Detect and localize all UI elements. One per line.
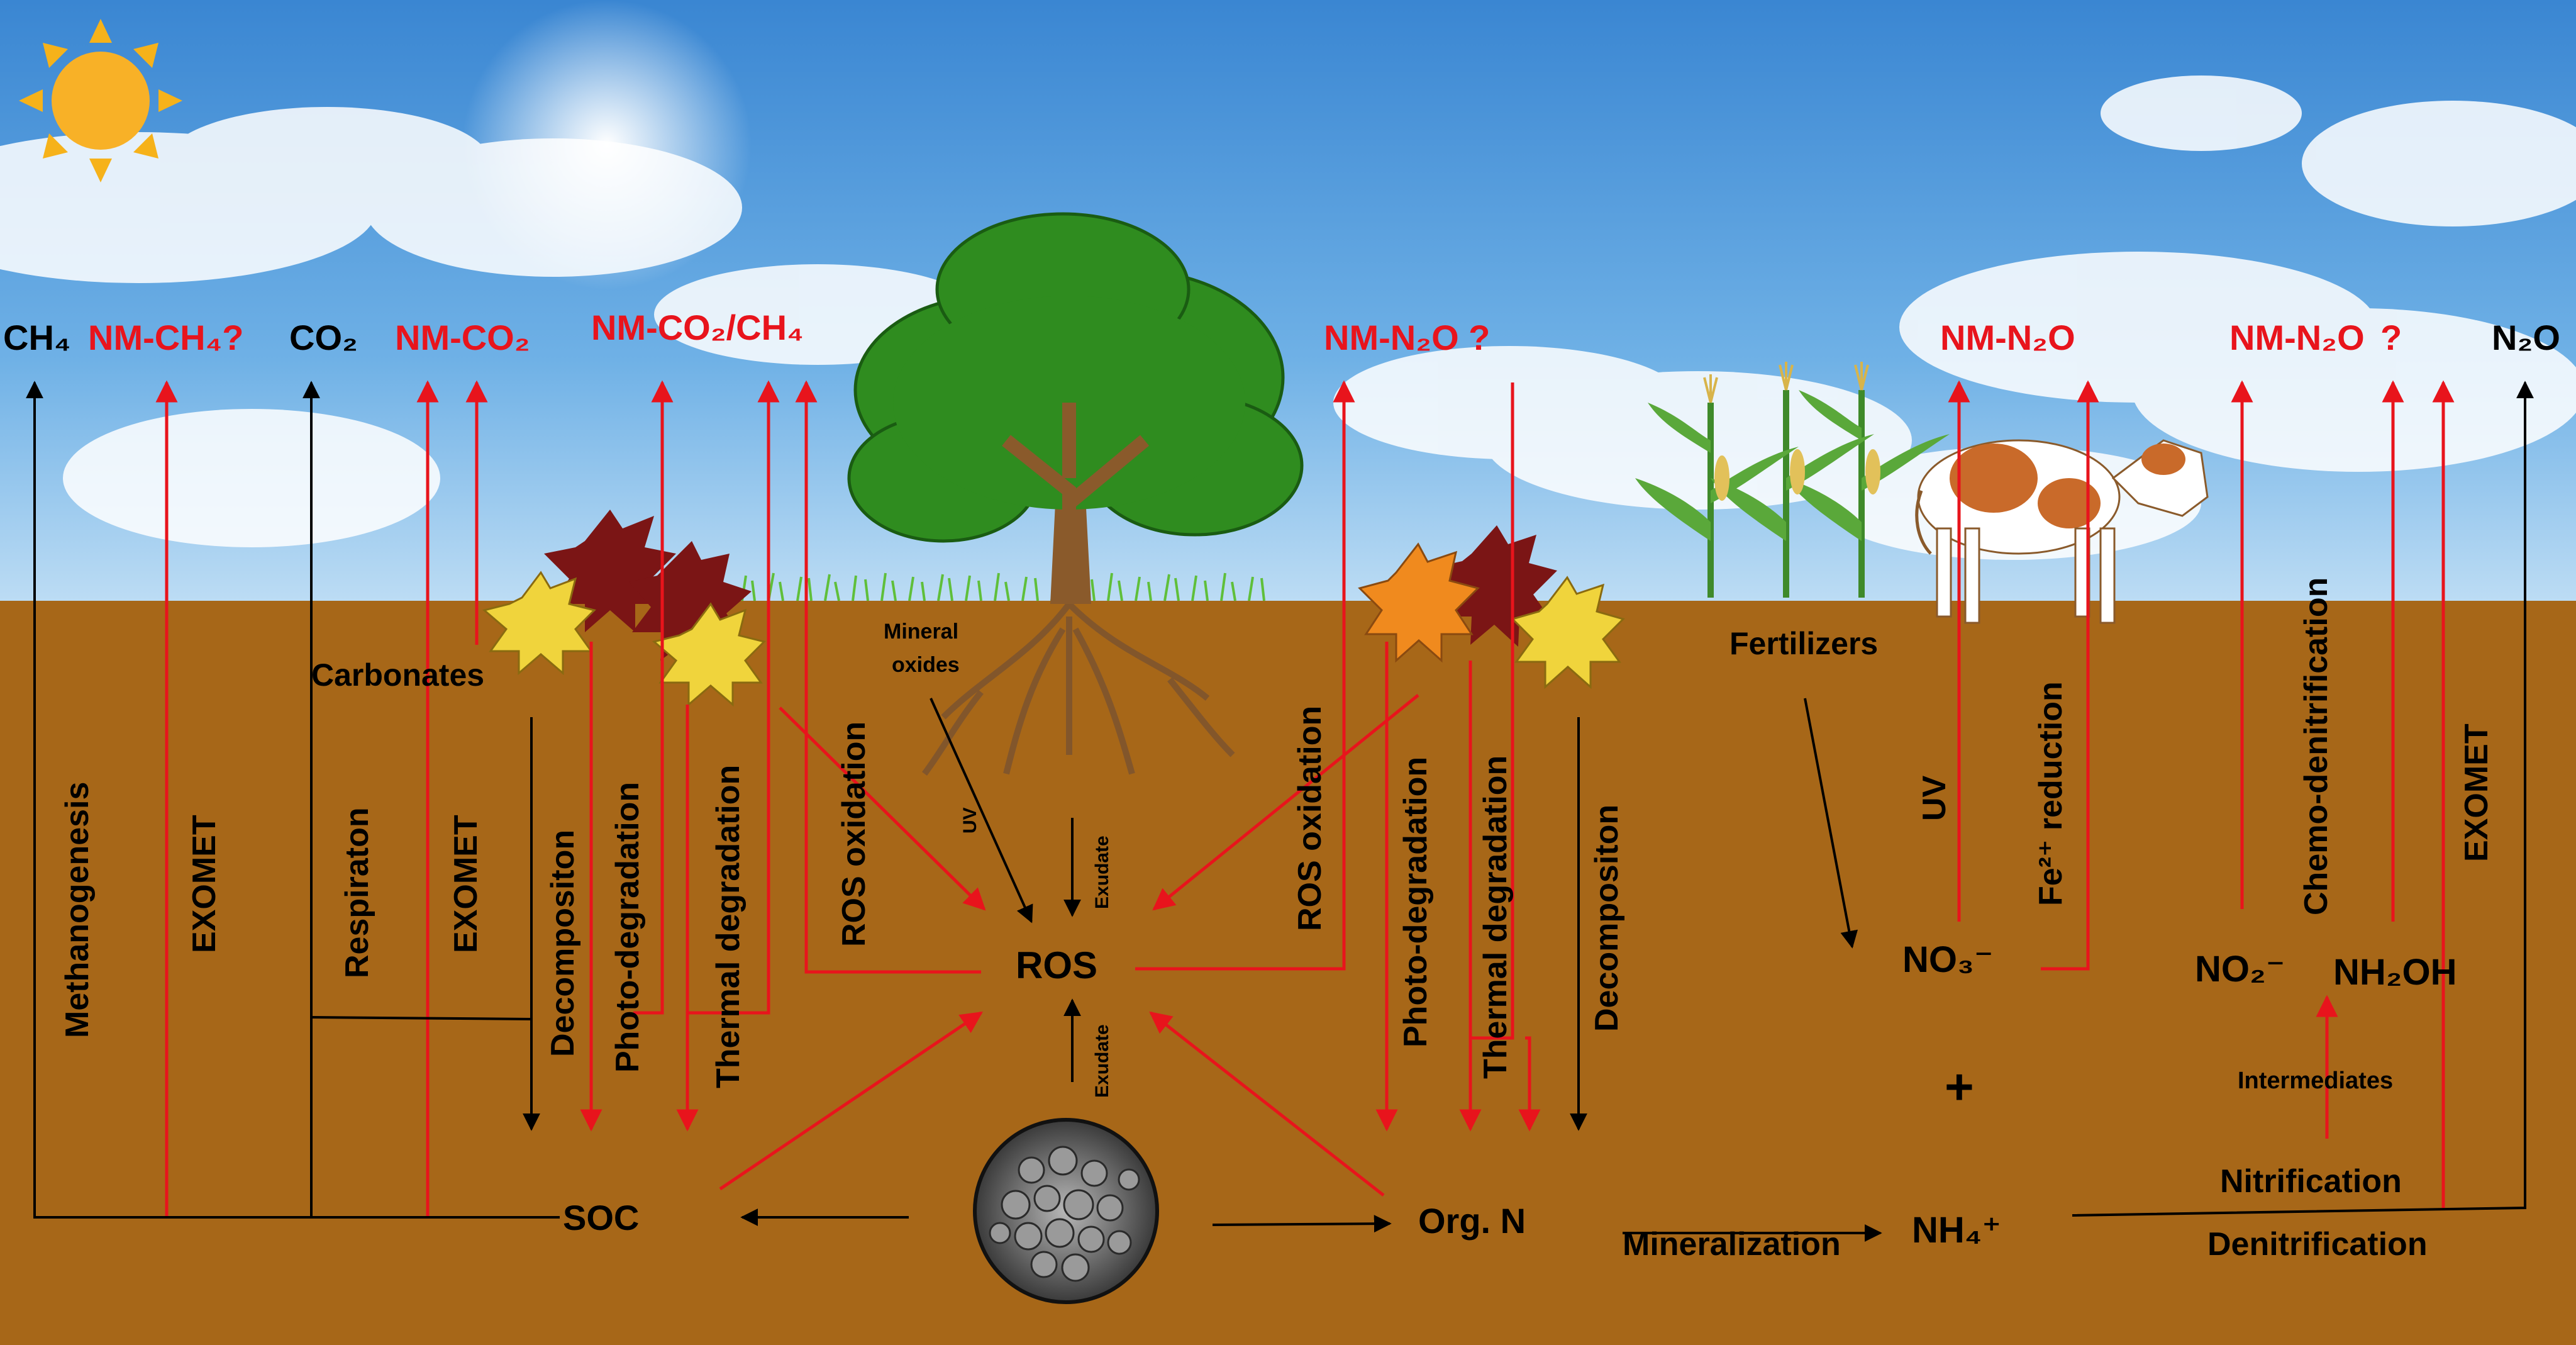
label-fertilizers: Fertilizers <box>1729 626 1878 661</box>
label-nitrification: Nitrification <box>2220 1163 2402 1200</box>
node-labels: Carbonates Mineral oxides UV Exudate Exu… <box>311 620 2457 1263</box>
label-chemo-denitrification: Chemo-denitrification <box>2298 578 2334 915</box>
label-exomet-2: EXOMET <box>448 815 484 953</box>
node-org-n: Org. N <box>1418 1201 1526 1241</box>
label-ros-oxidation-2: ROS oxidation <box>1292 706 1328 931</box>
label-exomet-3: EXOMET <box>2458 723 2495 862</box>
label-question: ? <box>2380 318 2402 357</box>
maple-leaves-icon-left <box>482 510 766 707</box>
label-co2: CO₂ <box>289 318 358 357</box>
label-exudate-bottom: Exudate <box>1092 1024 1113 1098</box>
node-no3: NO₃⁻ <box>1902 939 1993 980</box>
label-exudate-top: Exudate <box>1092 835 1113 909</box>
label-uv-right: UV <box>1916 775 1953 821</box>
node-ros: ROS <box>1016 944 1097 986</box>
red-arrows <box>155 380 2455 1217</box>
maple-leaves-icon-right <box>1358 525 1625 689</box>
label-exomet-1: EXOMET <box>186 815 223 953</box>
label-decomposition-2: Decompositon <box>1589 805 1625 1032</box>
label-photo-degradation-2: Photo-degradation <box>1397 757 1434 1047</box>
label-carbonates: Carbonates <box>311 657 484 693</box>
label-ch4: CH₄ <box>3 318 71 357</box>
node-nh2oh: NH₂OH <box>2333 952 2457 993</box>
label-mineral: Mineral <box>884 620 958 644</box>
label-respiration: Respiraton <box>339 807 375 978</box>
label-nm-co2-ch4: NM-CO₂/CH₄ <box>591 308 804 347</box>
label-oxides: oxides <box>892 653 960 677</box>
top-labels: CH₄ NM-CH₄? CO₂ NM-CO₂ NM-CO₂/CH₄ NM-N₂O… <box>3 308 2560 357</box>
tree-icon <box>847 212 1304 776</box>
label-nm-n2o-question: NM-N₂O ? <box>1324 318 1490 357</box>
cow-icon <box>1915 439 2209 624</box>
label-intermediates: Intermediates <box>2238 1068 2393 1094</box>
label-photo-degradation-1: Photo-degradation <box>609 782 646 1073</box>
label-ros-oxidation-1: ROS oxidation <box>836 722 872 947</box>
black-arrows <box>26 381 2534 1242</box>
microbe-sem-image-icon <box>973 1118 1159 1304</box>
process-labels: Methanogenesis EXOMET Respiraton EXOMET … <box>59 578 2495 1088</box>
label-denitrification: Denitrification <box>2207 1226 2428 1263</box>
label-n2o: N₂O <box>2492 318 2560 357</box>
grass <box>741 572 1265 601</box>
label-nm-co2: NM-CO₂ <box>395 318 530 357</box>
node-nh4: NH₄⁺ <box>1912 1210 2001 1251</box>
label-methanogenesis: Methanogenesis <box>59 782 96 1038</box>
soil <box>0 601 2576 1345</box>
label-nm-ch4: NM-CH₄? <box>88 318 244 357</box>
label-uv-small: UV <box>960 807 980 834</box>
label-fe-reduction: Fe²⁺ reduction <box>2033 681 2069 906</box>
node-no2: NO₂⁻ <box>2195 949 2285 990</box>
label-nm-n2o-a: NM-N₂O <box>1940 318 2075 357</box>
label-nm-n2o-b: NM-N₂O <box>2229 318 2365 357</box>
label-mineralization: Mineralization <box>1623 1226 1841 1263</box>
sun-icon <box>19 19 182 182</box>
label-thermal-degradation-1: Thermal degradation <box>710 765 747 1088</box>
label-plus: + <box>1945 1059 1974 1115</box>
label-thermal-degradation-2: Thermal degradation <box>1477 756 1514 1079</box>
label-decomposition-1: Decompositon <box>545 830 581 1057</box>
corn-plants-icon <box>1635 362 1950 598</box>
sun-glare <box>462 0 752 289</box>
node-soc: SOC <box>563 1198 639 1237</box>
